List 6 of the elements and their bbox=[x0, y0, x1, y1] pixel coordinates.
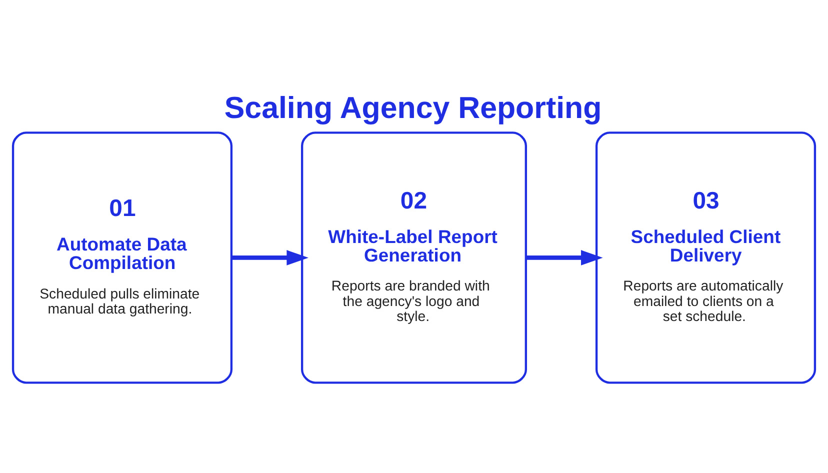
node-box: 01 Automate Data Compilation Scheduled pulls eliminate manual data gathering. bbox=[12, 132, 233, 384]
node-box: 02 White-Label Report Generation Reports are branded with the agency's logo and style. bbox=[300, 132, 528, 384]
arrow bbox=[526, 250, 603, 266]
arrow bbox=[232, 250, 308, 266]
diagram-title: Scaling Agency Reporting bbox=[224, 90, 602, 125]
node-box: 03 Scheduled Client Delivery Reports are automatically emailed to clients on a set schedule. bbox=[595, 132, 816, 384]
